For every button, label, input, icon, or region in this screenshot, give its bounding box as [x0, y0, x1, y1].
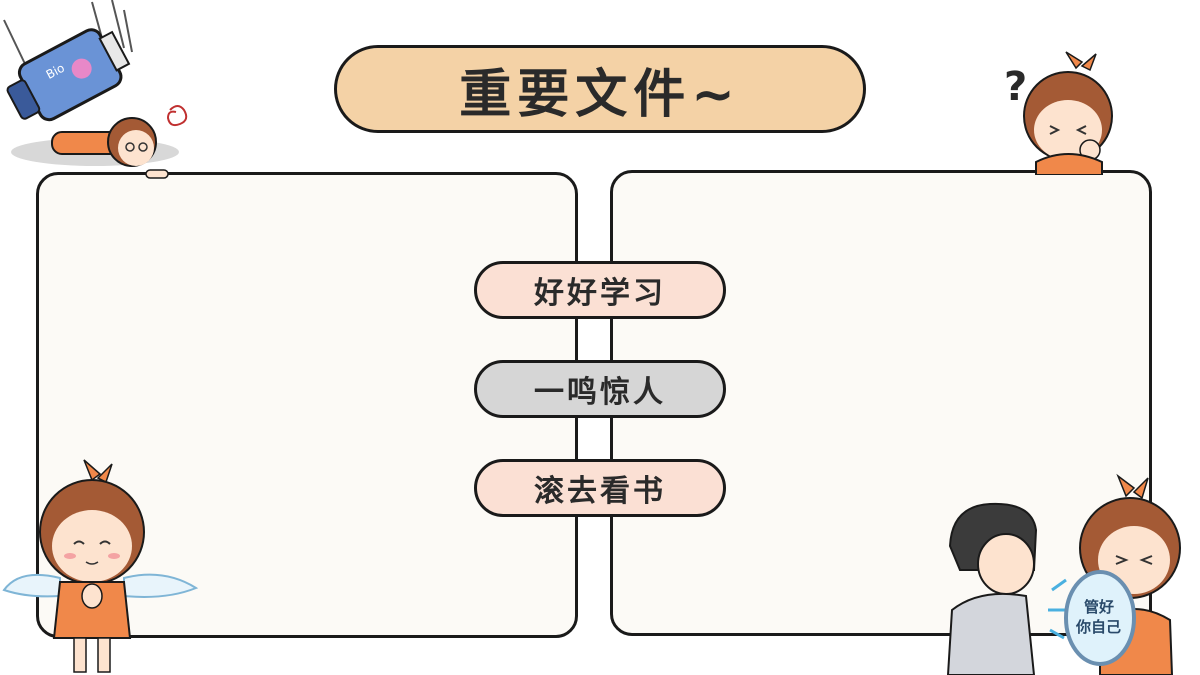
page-title: 重要文件~ — [459, 64, 741, 125]
thinking-girl-illustration: ? — [1004, 51, 1113, 175]
question-mark: ? — [1004, 64, 1027, 110]
go-read-books-button[interactable]: 滚去看书 — [474, 459, 726, 517]
amaze-everyone-label: 一鸣惊人 — [534, 375, 666, 410]
girl-squashed-by-bottle-illustration: Bio — [3, 0, 188, 179]
title-banner: 重要文件~ — [334, 45, 866, 133]
man-and-girl-with-mirror-illustration: 管好 你自己 — [946, 473, 1181, 675]
mirror-text-line2: 你自己 — [1075, 618, 1121, 636]
amaze-everyone-button[interactable]: 一鸣惊人 — [474, 360, 726, 418]
study-hard-label: 好好学习 — [534, 276, 666, 311]
angel-girl-illustration — [2, 459, 199, 673]
mirror-text-line1: 管好 — [1084, 598, 1114, 616]
go-read-books-label: 滚去看书 — [534, 474, 666, 509]
study-hard-button[interactable]: 好好学习 — [474, 261, 726, 319]
